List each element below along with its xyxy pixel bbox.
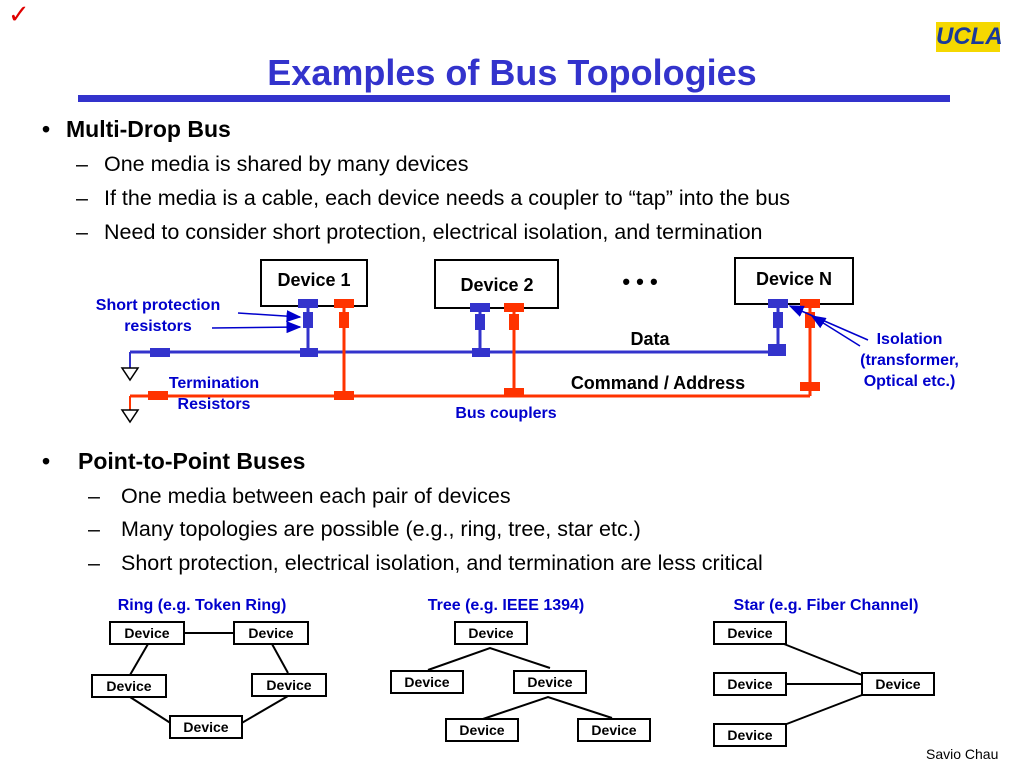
- svg-text:Device: Device: [875, 676, 920, 692]
- dash-icon: –: [88, 517, 100, 541]
- bullet-icon: •: [42, 448, 51, 474]
- section1-point-1: One media is shared by many devices: [104, 152, 469, 176]
- svg-text:Device: Device: [183, 719, 228, 735]
- dash-icon: –: [76, 220, 88, 244]
- data-bus-label: Data: [630, 329, 670, 349]
- dash-icon: –: [88, 551, 100, 575]
- star-node: Device: [713, 621, 787, 645]
- ellipsis: • • •: [622, 269, 657, 294]
- page-title: Examples of Bus Topologies: [267, 52, 757, 93]
- check-mark-icon: ✓: [8, 0, 30, 30]
- data-bus: [120, 299, 788, 382]
- command-bus: [120, 299, 820, 424]
- svg-text:Device: Device: [404, 674, 449, 690]
- isolation-label: Isolation (transformer, Optical etc.): [860, 331, 959, 390]
- svg-text:Device: Device: [106, 678, 151, 694]
- tree-node: Device: [445, 718, 519, 742]
- section2-heading: Point-to-Point Buses: [78, 448, 306, 474]
- star-title: Star (e.g. Fiber Channel): [734, 597, 919, 614]
- section1-heading: Multi-Drop Bus: [66, 116, 231, 142]
- ring-node: Device: [169, 715, 243, 739]
- ring-title: Ring (e.g. Token Ring): [118, 597, 287, 614]
- device-box-1: [260, 259, 368, 307]
- dash-icon: –: [76, 152, 88, 176]
- svg-text:Device: Device: [591, 722, 636, 738]
- ring-node: Device: [251, 673, 327, 697]
- bullet-icon: •: [42, 116, 51, 142]
- section1-point-2: If the media is a cable, each device nee…: [104, 186, 791, 210]
- svg-text:Device: Device: [527, 674, 572, 690]
- tree-links: [427, 646, 613, 721]
- svg-text:Device: Device: [124, 625, 169, 641]
- device-box-n: [734, 257, 854, 305]
- tree-title: Tree (e.g. IEEE 1394): [428, 597, 585, 614]
- ucla-logo: UCLA: [936, 22, 1003, 52]
- svg-text:Device: Device: [727, 676, 772, 692]
- star-node: Device: [713, 672, 787, 696]
- star-node: Device: [713, 723, 787, 747]
- termination-label: Termination Resistors: [168, 375, 260, 413]
- device-2-label: Device 2: [460, 275, 533, 295]
- svg-text:Device: Device: [727, 625, 772, 641]
- device-n-label: Device N: [756, 269, 832, 289]
- star-hub: Device: [861, 672, 935, 696]
- dash-icon: –: [88, 484, 100, 508]
- annotation-arrows: [211, 305, 869, 347]
- star-links: [783, 643, 863, 726]
- device-box-2: [434, 259, 559, 309]
- section1-point-3: Need to consider short protection, elect…: [104, 220, 763, 244]
- ring-node: Device: [233, 621, 309, 645]
- svg-text:Device: Device: [459, 722, 504, 738]
- svg-text:Device: Device: [468, 625, 513, 641]
- svg-text:Device: Device: [248, 625, 293, 641]
- section2-point-1: One media between each pair of devices: [121, 484, 511, 508]
- section2-point-2: Many topologies are possible (e.g., ring…: [121, 517, 641, 541]
- tree-node: Device: [513, 670, 587, 694]
- section2-point-3: Short protection, electrical isolation, …: [121, 551, 763, 575]
- tree-node: Device: [390, 670, 464, 694]
- tree-node: Device: [577, 718, 651, 742]
- ring-node: Device: [91, 674, 167, 698]
- svg-text:Device: Device: [727, 727, 772, 743]
- device-1-label: Device 1: [277, 270, 350, 290]
- tree-node: Device: [454, 621, 528, 645]
- dash-icon: –: [76, 186, 88, 210]
- command-bus-label: Command / Address: [571, 373, 745, 393]
- bus-couplers-label: Bus couplers: [455, 405, 557, 422]
- ring-links: [129, 632, 289, 725]
- author-footer: Savio Chau: [926, 746, 999, 762]
- ring-node: Device: [109, 621, 185, 645]
- short-protection-label: Short protection resistors: [95, 297, 221, 335]
- title-underline: [78, 95, 950, 102]
- svg-text:Device: Device: [266, 677, 311, 693]
